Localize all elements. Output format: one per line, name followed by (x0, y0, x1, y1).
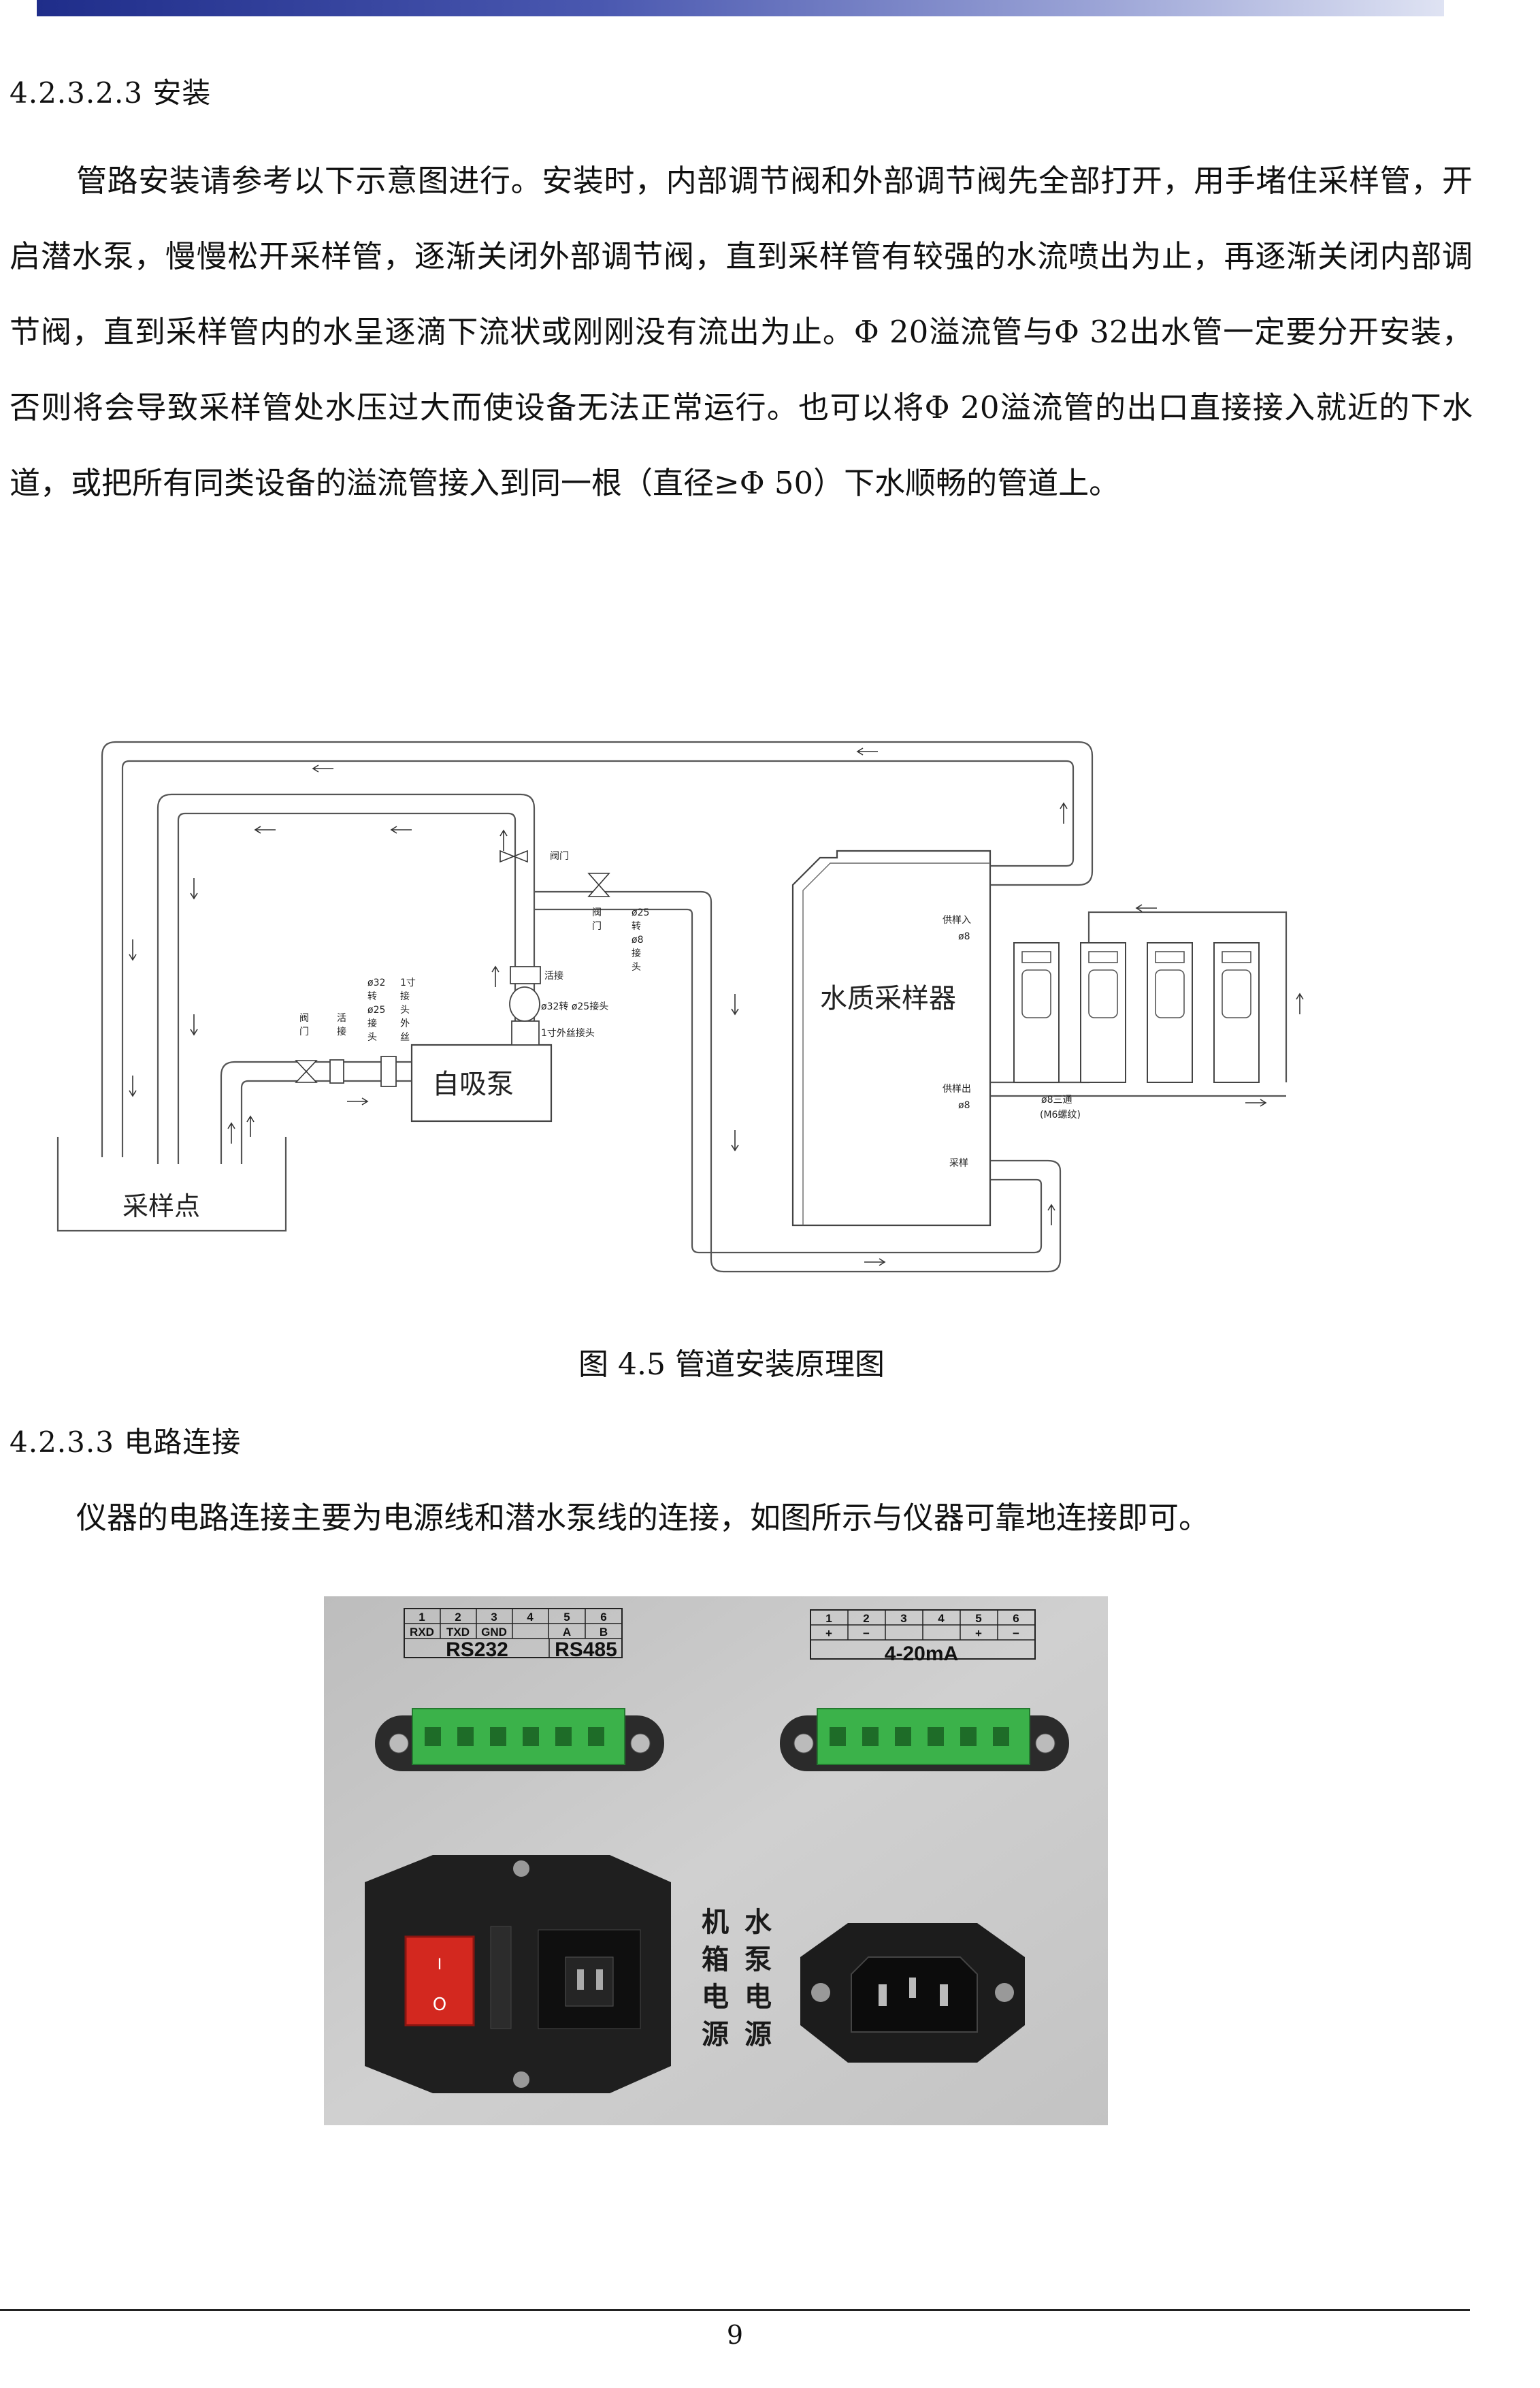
svg-text:+: + (975, 1627, 982, 1640)
section-heading-circuit: 4.2.3.3 电路连接 (10, 1425, 242, 1459)
pump-power-socket (800, 1923, 1025, 2063)
ma-label: 4-20mA (885, 1643, 958, 1665)
header-bar (37, 0, 1444, 16)
rs-terminal-block (375, 1708, 664, 1771)
svg-text:ø25: ø25 (367, 1005, 385, 1016)
valve-mid-a: 阀 (592, 907, 602, 918)
supply-in-label: 供样入 (943, 915, 971, 926)
svg-text:源: 源 (702, 2019, 729, 2050)
svg-text:丝: 丝 (400, 1032, 410, 1043)
power-switch[interactable] (404, 1935, 475, 2027)
svg-text:1: 1 (825, 1612, 832, 1625)
svg-text:箱: 箱 (702, 1944, 729, 1975)
valve-left-b: 门 (299, 1027, 309, 1037)
conv25-label: ø25 转 ø8 接 头 (632, 907, 649, 973)
svg-text:接: 接 (632, 948, 641, 959)
rs485-label: RS485 (555, 1639, 617, 1661)
install-paragraph: 管路安装请参考以下示意图进行。安装时，内部调节阀和外部调节阀先全部打开，用手堵住… (10, 163, 1473, 501)
svg-text:−: − (1013, 1627, 1019, 1640)
svg-text:转: 转 (367, 991, 377, 1002)
sampling-label: 采样 (949, 1158, 968, 1169)
svg-text:电: 电 (702, 1982, 729, 2013)
svg-text:1: 1 (419, 1611, 425, 1624)
svg-text:4: 4 (527, 1611, 534, 1624)
svg-text:电: 电 (744, 1982, 772, 2013)
inch-thread-label: 1寸外丝接头 (541, 1027, 595, 1039)
valve-left-a: 阀 (299, 1013, 309, 1024)
section-heading-install: 4.2.3.2.3 安装 (10, 76, 212, 110)
svg-text:源: 源 (744, 2019, 772, 2050)
svg-text:1寸: 1寸 (400, 978, 416, 988)
svg-text:ø32: ø32 (367, 978, 385, 988)
svg-text:水: 水 (744, 1907, 772, 1938)
huojie-left-b: 接 (337, 1026, 346, 1037)
svg-text:2: 2 (455, 1611, 461, 1624)
svg-text:GND: GND (481, 1626, 507, 1639)
supply-out-dia: ø8 (958, 1100, 970, 1111)
valve-mid-b: 门 (592, 921, 602, 932)
svg-text:5: 5 (563, 1611, 570, 1624)
svg-text:4: 4 (938, 1612, 945, 1625)
case-power-label: 机 箱 电 源 (702, 1907, 729, 2050)
svg-text:I: I (438, 1956, 442, 1973)
sample-point-label: 采样点 (122, 1191, 200, 1221)
case-power-socket: I O (365, 1855, 671, 2093)
footer-rule (0, 2309, 1470, 2311)
sampler-label: 水质采样器 (820, 983, 956, 1014)
svg-text:ø8: ø8 (632, 935, 643, 946)
svg-text:−: − (863, 1627, 870, 1640)
svg-text:+: + (825, 1627, 832, 1640)
svg-text:3: 3 (491, 1611, 497, 1624)
svg-text:RXD: RXD (410, 1626, 434, 1639)
svg-text:O: O (433, 1995, 446, 2015)
ma-terminal-block (780, 1708, 1069, 1771)
svg-text:B: B (600, 1626, 608, 1639)
valve-top-label: 阀门 (550, 851, 569, 862)
svg-text:接: 接 (367, 1018, 377, 1029)
conv32-25-label: ø32转 ø25接头 (541, 1001, 608, 1012)
pump-power-label: 水 泵 电 源 (744, 1907, 772, 2050)
pipeline-diagram: 水质采样器 供样入 ø8 供样出 ø8 采样 ø8三通 (M6螺纹) 自吸泵 阀… (56, 741, 1304, 1273)
svg-text:3: 3 (900, 1612, 906, 1625)
figure-caption: 图 4.5 管道安装原理图 (578, 1347, 885, 1382)
svg-text:机: 机 (702, 1907, 729, 1938)
left-label-table: 1 2 3 4 5 6 RXD TXD GND A B RS232 RS485 (404, 1608, 623, 1661)
rs232-label: RS232 (446, 1639, 508, 1661)
svg-text:6: 6 (1013, 1612, 1019, 1625)
circuit-paragraph: 仪器的电路连接主要为电源线和潜水泵线的连接，如图所示与仪器可靠地连接即可。 (76, 1500, 1210, 1536)
inch-label: 1寸 接 头 外 丝 (400, 978, 416, 1043)
svg-text:头: 头 (367, 1032, 377, 1043)
svg-text:泵: 泵 (744, 1944, 772, 1975)
svg-text:头: 头 (400, 1005, 410, 1016)
svg-text:ø25: ø25 (632, 907, 649, 918)
supply-in-dia: ø8 (958, 931, 970, 942)
svg-text:6: 6 (600, 1611, 606, 1624)
huojie-left-a: 活 (337, 1013, 346, 1024)
svg-text:转: 转 (632, 921, 641, 932)
conv32-label: ø32 转 ø25 接 头 (367, 978, 385, 1043)
svg-text:A: A (563, 1626, 571, 1639)
svg-text:2: 2 (863, 1612, 869, 1625)
svg-text:外: 外 (400, 1018, 410, 1029)
m6-label: (M6螺纹) (1040, 1110, 1081, 1120)
right-label-table: 1 2 3 4 5 6 + − + − 4-20mA (810, 1609, 1036, 1665)
pump-label: 自吸泵 (432, 1069, 514, 1100)
tee-label: ø8三通 (1041, 1095, 1072, 1106)
panel-photo: 1 2 3 4 5 6 RXD TXD GND A B RS232 RS485 1 2 3 4… (324, 1596, 1108, 2125)
svg-text:5: 5 (975, 1612, 981, 1625)
svg-text:接: 接 (400, 990, 410, 1002)
svg-text:头: 头 (632, 962, 641, 973)
page-number: 9 (726, 2320, 744, 2350)
svg-text:TXD: TXD (446, 1626, 470, 1639)
supply-out-label: 供样出 (943, 1084, 971, 1095)
huojie-label: 活接 (544, 970, 563, 982)
